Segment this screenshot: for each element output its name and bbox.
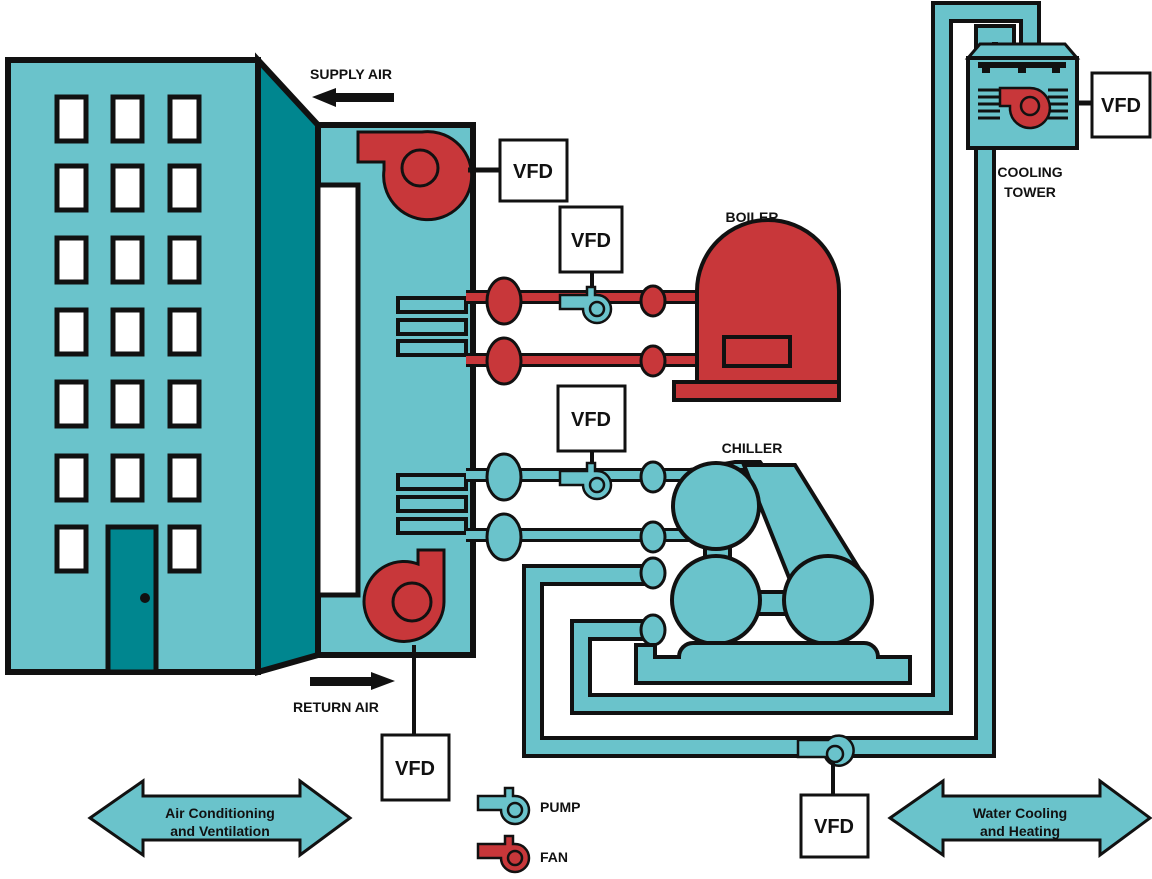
cooling-tower [964,42,1081,150]
building-side [255,52,321,676]
cooling-tower-label-line2: TOWER [1004,184,1056,200]
vfd-chilled-water-pump: VFD [556,384,627,453]
legend: PUMP FAN [476,786,580,874]
vfd-condenser-pump: VFD [799,793,870,859]
legend-fan-label: FAN [540,849,568,865]
heating-coil [396,296,468,357]
air-conditioning-section-arrow: Air Conditioning and Ventilation [87,778,353,858]
chiller-label: CHILLER [722,440,783,456]
water-cooling-section-arrow: Water Cooling and Heating [887,778,1152,858]
legend-pump-icon [476,786,531,826]
vfd-label: VFD [395,758,435,780]
return-air-arrow: RETURN AIR [293,672,395,715]
boiler [672,218,841,402]
vfd-label: VFD [1101,95,1141,117]
building-windows [54,94,202,574]
condenser-water-loop [522,1,1041,758]
chiller [634,460,912,685]
vfd-cooling-tower-fan: VFD [1090,71,1152,139]
vfd-label: VFD [571,409,611,431]
door-knob [140,593,150,603]
cooling-coil [396,473,468,535]
vfd-label: VFD [814,816,854,838]
cooling-tower-label-line1: COOLING [997,164,1062,180]
vfd-supply-fan: VFD [498,138,569,203]
vfd-label: VFD [513,161,553,183]
water-cooling-label-line2: and Heating [980,823,1060,839]
vfd-hot-water-pump: VFD [558,205,624,274]
air-handler-unit [315,122,476,658]
return-air-label: RETURN AIR [293,699,379,715]
chilled-water-pipes [466,452,690,647]
supply-air-label: SUPPLY AIR [310,66,392,82]
supply-fan-icon [356,130,474,222]
air-conditioning-label-line1: Air Conditioning [165,805,275,821]
building [5,52,321,676]
condenser-water-pump-icon [796,734,855,767]
return-fan-icon [362,548,446,643]
air-conditioning-label-line2: and Ventilation [170,823,270,839]
legend-fan-icon [476,834,531,874]
cooling-tower-fan-icon [998,86,1052,130]
water-cooling-label-line1: Water Cooling [973,805,1067,821]
supply-air-arrow: SUPPLY AIR [310,66,394,107]
legend-pump-label: PUMP [540,799,580,815]
air-handler-filter [315,182,361,598]
vfd-label: VFD [571,230,611,252]
boiler-label: BOILER [726,209,779,225]
vfd-return-fan: VFD [380,733,451,802]
